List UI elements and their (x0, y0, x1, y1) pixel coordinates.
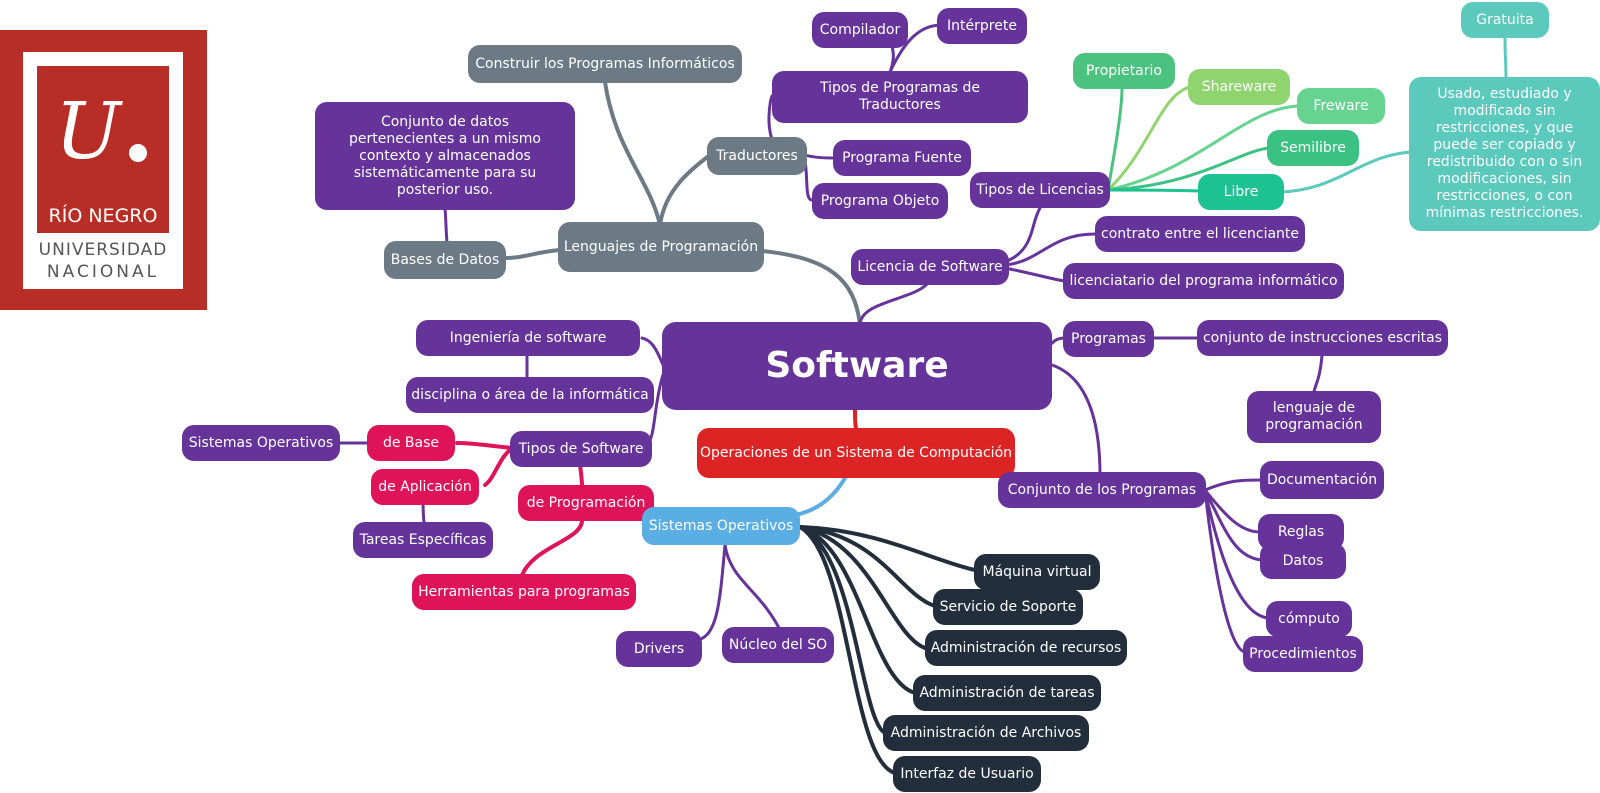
node-admin-tareas[interactable]: Administración de tareas (913, 675, 1101, 711)
links-sistemas-left (696, 543, 782, 642)
node-conjunto-datos[interactable]: Conjunto de datos pertenecientes a un mi… (315, 102, 575, 210)
university-logo: U RÍO NEGRO UNIVERSIDAD NACIONAL (0, 30, 207, 310)
node-sistemas-operativos[interactable]: Sistemas Operativos (642, 507, 800, 545)
logo-u-glyph: U (55, 87, 121, 177)
node-gratuita[interactable]: Gratuita (1461, 2, 1549, 38)
node-interprete[interactable]: Intérprete (937, 8, 1027, 44)
node-shareware[interactable]: Shareware (1188, 69, 1290, 105)
node-lenguaje-programacion[interactable]: lenguaje de programación (1247, 391, 1381, 443)
node-software[interactable]: Software (662, 322, 1052, 410)
node-programa-objeto[interactable]: Programa Objeto (812, 183, 948, 219)
links-tipos-licencias (1106, 35, 1508, 194)
node-tipos-software[interactable]: Tipos de Software (510, 431, 652, 467)
links-licencia (858, 206, 1097, 327)
logo-frame: U RÍO NEGRO UNIVERSIDAD NACIONAL (23, 52, 183, 289)
node-de-aplicacion[interactable]: de Aplicación (371, 469, 479, 505)
node-servicio-soporte[interactable]: Servicio de Soporte (933, 589, 1083, 625)
node-propietario[interactable]: Propietario (1073, 53, 1175, 89)
node-freware[interactable]: Freware (1297, 88, 1385, 124)
node-procedimientos[interactable]: Procedimientos (1243, 636, 1363, 672)
node-semilibre[interactable]: Semilibre (1267, 130, 1359, 166)
node-interfaz-usuario[interactable]: Interfaz de Usuario (893, 756, 1041, 792)
node-libre-desc[interactable]: Usado, estudiado y modificado sin restri… (1409, 77, 1600, 231)
node-documentacion[interactable]: Documentación (1260, 461, 1384, 499)
links-sistemas-dark (798, 525, 977, 775)
links-lenguajes (503, 80, 862, 327)
links-sistemas (793, 476, 847, 517)
node-admin-recursos[interactable]: Administración de recursos (925, 630, 1127, 666)
node-nucleo[interactable]: Núcleo del SO (722, 627, 834, 663)
node-traductores[interactable]: Traductores (707, 137, 807, 175)
logo-line-nacional: NACIONAL (46, 262, 160, 282)
node-operaciones[interactable]: Operaciones de un Sistema de Computación (697, 428, 1015, 478)
node-lenguajes[interactable]: Lenguajes de Programación (558, 222, 764, 272)
node-datos[interactable]: Datos (1260, 543, 1346, 579)
node-licenciatario[interactable]: licenciatario del programa informático (1063, 263, 1344, 299)
node-ingenieria[interactable]: Ingeniería de software (416, 320, 640, 356)
node-de-programacion[interactable]: de Programación (518, 485, 654, 521)
node-tareas-especificas[interactable]: Tareas Específicas (353, 522, 493, 558)
logo-line-rio-negro: RÍO NEGRO (48, 205, 158, 227)
node-computo[interactable]: cómputo (1266, 601, 1352, 637)
node-disciplina[interactable]: disciplina o área de la informática (406, 377, 654, 413)
node-libre[interactable]: Libre (1198, 174, 1284, 210)
node-conjunto-programas[interactable]: Conjunto de los Programas (998, 472, 1206, 508)
logo-dot (129, 144, 147, 162)
node-admin-archivos[interactable]: Administración de Archivos (883, 715, 1089, 751)
logo-line-universidad: UNIVERSIDAD (38, 240, 168, 260)
node-tipos-traductores[interactable]: Tipos de Programas de Traductores (772, 71, 1028, 123)
node-maquina-virtual[interactable]: Máquina virtual (974, 554, 1100, 590)
node-licencia[interactable]: Licencia de Software (851, 249, 1009, 285)
node-contrato[interactable]: contrato entre el licenciante (1095, 216, 1305, 252)
node-tipos-licencias[interactable]: Tipos de Licencias (970, 172, 1110, 208)
node-construir[interactable]: Construir los Programas Informáticos (468, 45, 742, 83)
node-herramientas[interactable]: Herramientas para programas (412, 574, 636, 610)
node-programa-fuente[interactable]: Programa Fuente (833, 140, 971, 176)
node-compilador[interactable]: Compilador (812, 12, 908, 48)
node-bases-datos[interactable]: Bases de Datos (384, 241, 506, 279)
node-programas[interactable]: Programas (1063, 321, 1154, 357)
node-sistemas-operativos-izq[interactable]: Sistemas Operativos (182, 425, 340, 461)
logo-red-block: U RÍO NEGRO (37, 66, 169, 233)
node-drivers[interactable]: Drivers (616, 631, 702, 667)
node-de-base[interactable]: de Base (367, 425, 455, 461)
links-operaciones (853, 408, 858, 430)
node-conjunto-instrucciones[interactable]: conjunto de instrucciones escritas (1197, 320, 1448, 356)
